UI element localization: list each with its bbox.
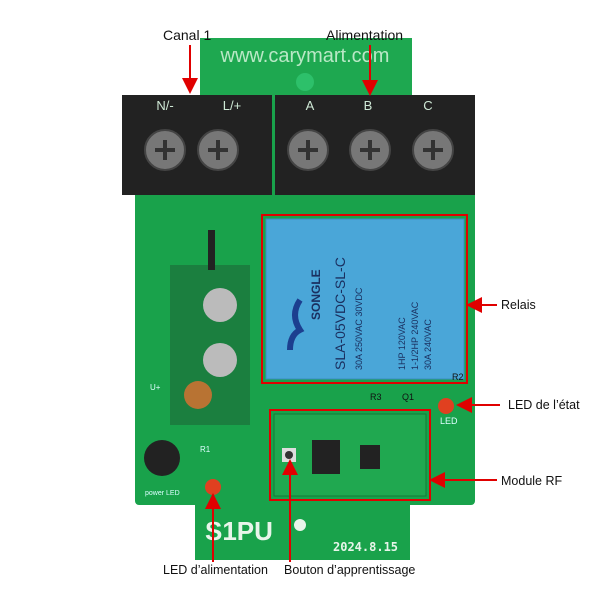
terminal-label: C xyxy=(423,98,432,113)
callout-module-rf: Module RF xyxy=(501,474,563,488)
relay-rating: 1-1/2HP 240VAC xyxy=(410,301,420,370)
callout-led-alimentation: LED d’alimentation xyxy=(163,563,268,577)
terminal-block xyxy=(122,95,475,195)
date-silkscreen: 2024.8.15 xyxy=(333,540,398,554)
power-led xyxy=(205,479,221,495)
silk-q1: Q1 xyxy=(402,392,414,402)
silk-u: U+ xyxy=(150,383,161,392)
callout-canal-1: Canal 1 xyxy=(163,27,212,43)
silk-power-led: power LED xyxy=(145,490,180,497)
callout-led-etat: LED de l’état xyxy=(508,398,580,412)
relay xyxy=(265,218,465,380)
relay-rating: 30A 250VAC 30VDC xyxy=(354,287,364,370)
silk-led: LED xyxy=(440,416,458,426)
callout-arrows xyxy=(182,45,500,562)
terminal-label: B xyxy=(364,98,373,113)
relay-model: SLA-05VDC-SL-C xyxy=(332,257,348,370)
status-led xyxy=(438,398,454,414)
relay-rating: 30A 240VAC xyxy=(423,319,433,370)
terminal-label: N/- xyxy=(156,98,173,113)
relay-rating: 1HP 120VAC xyxy=(397,317,407,370)
silk-r1: R1 xyxy=(200,445,211,454)
website-silkscreen: www.carymart.com xyxy=(220,45,390,67)
rf-module xyxy=(273,413,427,497)
relay-brand: SONGLE xyxy=(309,269,323,320)
rf-highlight xyxy=(269,409,431,501)
callout-alimentation: Alimentation xyxy=(326,27,404,43)
callout-bouton-apprentissage: Bouton d’apprentissage xyxy=(284,563,416,577)
callout-relais: Relais xyxy=(501,298,536,312)
silk-r2: R2 xyxy=(452,372,464,382)
terminal-label: A xyxy=(306,98,315,113)
learn-button[interactable] xyxy=(285,451,293,459)
terminal-label: L/+ xyxy=(223,98,241,113)
model-silkscreen: S1PU xyxy=(205,516,273,546)
power-module xyxy=(144,230,250,476)
silk-r3: R3 xyxy=(370,392,382,402)
